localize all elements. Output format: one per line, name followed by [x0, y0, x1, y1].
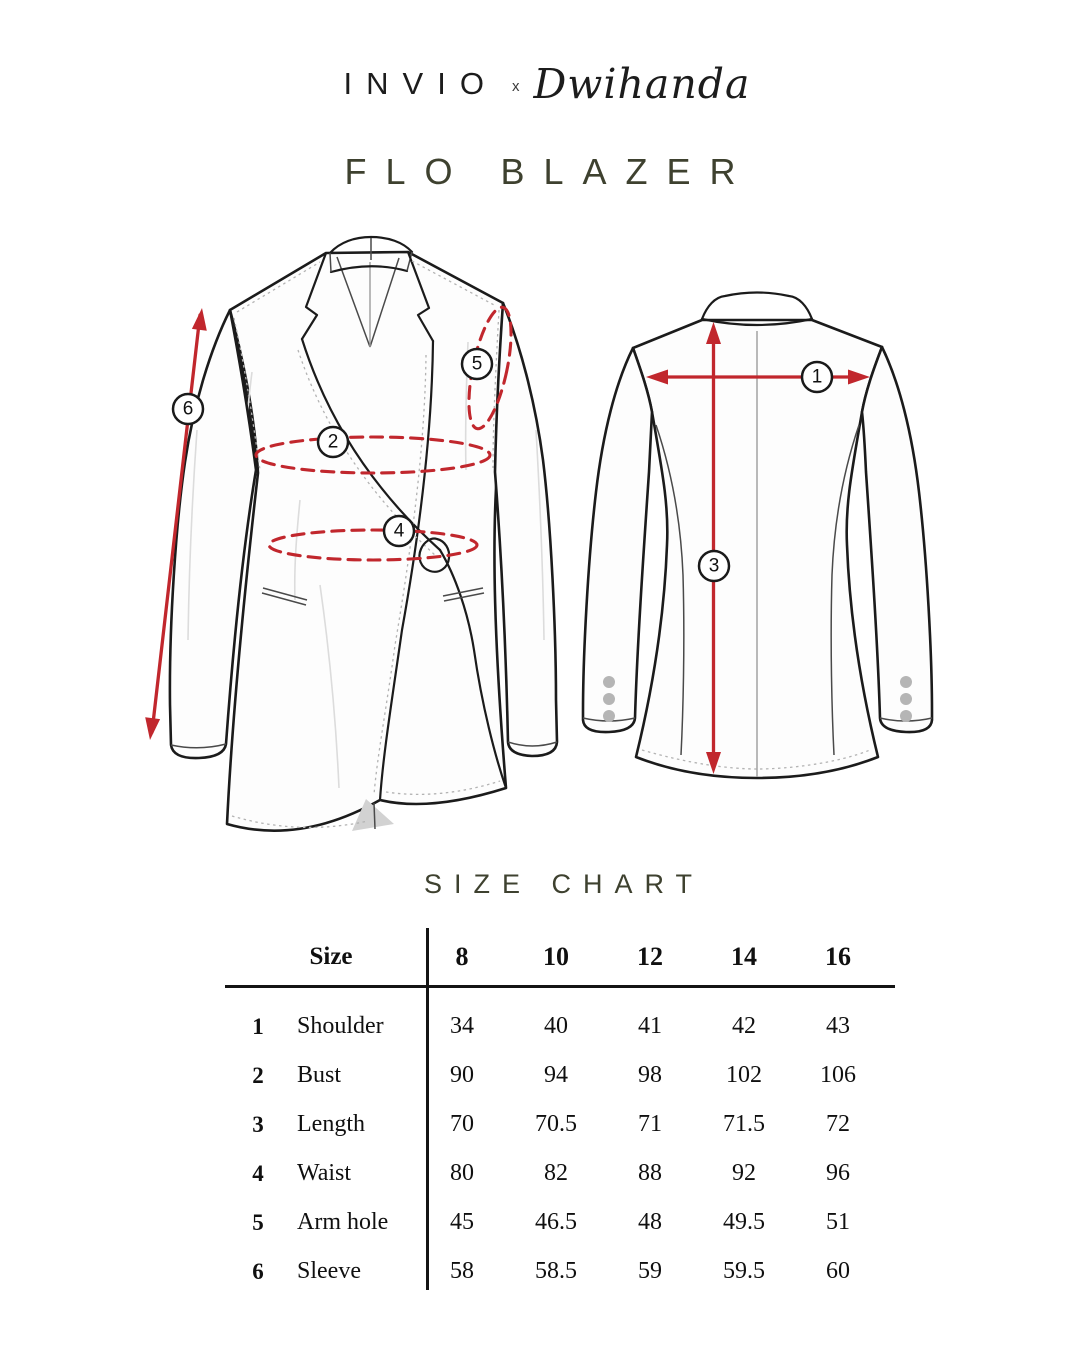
- measure-value: 106: [820, 1062, 856, 1088]
- blazer-measurement-diagram: 1 2 3 4 5 6: [145, 235, 934, 832]
- measure-value: 48: [638, 1209, 662, 1235]
- brand-separator: x: [511, 77, 520, 95]
- measure-value: 59.5: [723, 1258, 765, 1284]
- measure-row-number: 6: [252, 1258, 264, 1284]
- bust-measure-ellipse: [254, 435, 492, 475]
- size-column-label: Size: [309, 942, 353, 970]
- measurement-marker-1: 1: [800, 360, 834, 394]
- measure-row-label: Length: [297, 1111, 365, 1137]
- measure-row-number: 3: [252, 1111, 264, 1137]
- measurement-marker-2: 2: [316, 425, 350, 459]
- waist-measure-ellipse: [267, 528, 479, 562]
- marker-number: 1: [812, 367, 823, 388]
- measure-value: 58.5: [535, 1258, 577, 1284]
- brand-name-primary: INVIO: [343, 66, 498, 101]
- measurement-marker-5: 5: [460, 347, 494, 381]
- back-collar: [700, 291, 814, 321]
- measure-row-number: 4: [252, 1160, 264, 1186]
- marker-number: 2: [328, 432, 339, 453]
- welt-pocket-left: [261, 587, 308, 606]
- measure-value: 88: [638, 1160, 662, 1186]
- sleeve-measure-arrow: [145, 308, 207, 740]
- table-horizontal-rule: [225, 985, 895, 988]
- cuff-buttons-left: [603, 676, 615, 722]
- welt-pocket-right: [442, 587, 485, 602]
- measure-value: 80: [450, 1160, 474, 1186]
- size-column-header-12: 12: [637, 941, 663, 971]
- cuff-buttons-right: [900, 676, 912, 722]
- brand-logo: INVIO x Dwihanda: [0, 56, 1080, 112]
- measure-value: 102: [726, 1062, 762, 1088]
- measure-row-label: Shoulder: [297, 1013, 384, 1039]
- table-vertical-rule: [426, 928, 429, 1290]
- measure-value: 71: [638, 1111, 662, 1137]
- front-right-sleeve: [493, 301, 559, 758]
- blazer-front-view: [168, 235, 559, 832]
- measure-value: 72: [826, 1111, 850, 1137]
- measurement-marker-4: 4: [382, 514, 416, 548]
- measurement-annotations: 1 2 3 4 5 6: [145, 305, 870, 774]
- brand-name-secondary: Dwihanda: [533, 60, 751, 108]
- hem-overlap-shadow: [352, 799, 394, 831]
- measure-value: 34: [450, 1013, 474, 1039]
- measure-value: 51: [826, 1209, 850, 1235]
- measure-row-label: Sleeve: [297, 1258, 361, 1284]
- measure-value: 70.5: [535, 1111, 577, 1137]
- measure-value: 45: [450, 1209, 474, 1235]
- measure-row-number: 1: [252, 1013, 264, 1039]
- page-title: FLO BLAZER: [344, 151, 755, 192]
- measure-value: 40: [544, 1013, 568, 1039]
- measure-value: 70: [450, 1111, 474, 1137]
- size-table-body: 1 Shoulder 34 40 41 42 43 2 Bust 90 94 98 102 106 3 Len…: [225, 985, 895, 1296]
- measure-row-label: Arm hole: [297, 1209, 389, 1235]
- right-lapel-edge: [406, 250, 435, 343]
- measure-value: 96: [826, 1160, 850, 1186]
- size-chart-heading: SIZE CHART: [423, 869, 705, 899]
- size-column-header-10: 10: [543, 941, 569, 971]
- marker-number: 3: [709, 556, 720, 577]
- measure-value: 82: [544, 1160, 568, 1186]
- blazer-back-view: [581, 291, 934, 780]
- button-loop: [418, 537, 451, 573]
- size-column-header-16: 16: [825, 941, 851, 971]
- measurement-marker-3: 3: [697, 549, 731, 583]
- measure-row-label: Waist: [297, 1160, 352, 1186]
- measure-value: 42: [732, 1013, 756, 1039]
- measurement-marker-6: 6: [171, 392, 205, 426]
- size-table-header: Size 8 10 12 14 16: [225, 928, 895, 985]
- measure-value: 98: [638, 1062, 662, 1088]
- left-lapel-edge: [300, 251, 328, 341]
- measure-value: 94: [544, 1062, 568, 1088]
- length-measure-arrow: [706, 322, 721, 774]
- wrap-front-edge: [378, 339, 435, 802]
- back-right-sleeve: [860, 345, 934, 734]
- size-column-header-8: 8: [455, 941, 469, 971]
- marker-number: 6: [183, 399, 194, 420]
- measure-value: 90: [450, 1062, 474, 1088]
- measure-value: 60: [826, 1258, 850, 1284]
- measure-value: 71.5: [723, 1111, 765, 1137]
- measure-row-label: Bust: [297, 1062, 342, 1088]
- measure-value: 59: [638, 1258, 662, 1284]
- measure-value: 41: [638, 1013, 662, 1039]
- measure-value: 92: [732, 1160, 756, 1186]
- armhole-measure-ellipse: [467, 305, 513, 431]
- front-collar: [328, 235, 414, 255]
- measure-value: 49.5: [723, 1209, 765, 1235]
- front-left-sleeve: [168, 308, 258, 760]
- measure-value: 46.5: [535, 1209, 577, 1235]
- marker-number: 5: [472, 354, 483, 375]
- marker-number: 4: [394, 521, 405, 542]
- measure-value: 58: [450, 1258, 474, 1284]
- measure-row-number: 5: [252, 1209, 264, 1235]
- measure-row-number: 2: [252, 1062, 264, 1088]
- back-left-sleeve: [581, 346, 654, 734]
- measure-value: 43: [826, 1013, 850, 1039]
- size-column-header-14: 14: [731, 941, 757, 971]
